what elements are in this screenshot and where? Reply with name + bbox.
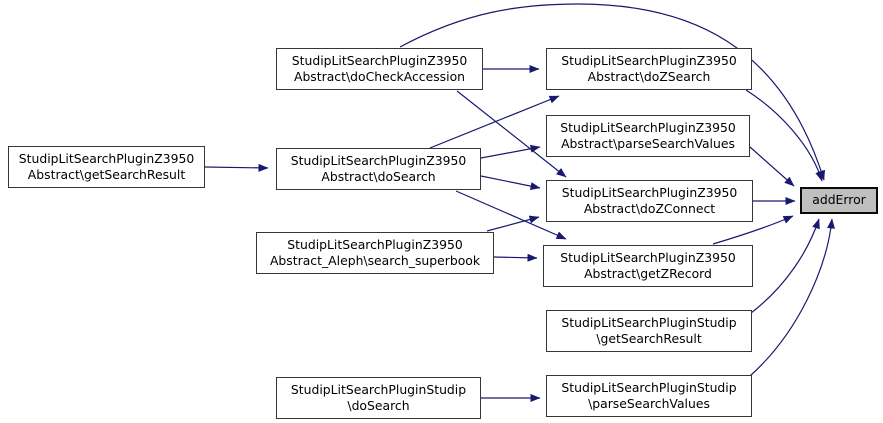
node-label-line1: StudipLitSearchPluginZ3950: [291, 52, 468, 68]
node-label-line2: Abstract\parseSearchValues: [561, 136, 735, 151]
node-label-line2: Abstract\doCheckAccession: [293, 69, 466, 84]
node-aleph-search-superbook[interactable]: StudipLitSearchPluginZ3950 Abstract_Alep…: [256, 232, 494, 274]
node-label-line2: Abstract\doSearch: [321, 169, 436, 184]
node-label-line2: Abstract\doZSearch: [587, 69, 711, 84]
node-label-line1: StudipLitSearchPluginStudip: [561, 314, 737, 330]
edge-aleph_search_superbook-z_doZConnect: [486, 215, 540, 232]
edge-studip_parseSearchValues-addError: [749, 218, 836, 377]
edge-z_doSearch-z_doZSearch: [429, 95, 560, 149]
node-label-line2: Abstract\getSearchResult: [27, 167, 186, 182]
node-studip-dosearch[interactable]: StudipLitSearchPluginStudip \doSearch: [276, 377, 481, 419]
node-z3950abstract-getzrecord[interactable]: StudipLitSearchPluginZ3950 Abstract\getZ…: [543, 245, 753, 287]
node-z3950abstract-parsesearchvalues[interactable]: StudipLitSearchPluginZ3950 Abstract\pars…: [546, 115, 750, 157]
node-label-line2: \getSearchResult: [596, 331, 702, 346]
edge-z_parseSearchValues-addError: [749, 146, 795, 187]
node-label-line1: StudipLitSearchPluginStudip: [290, 381, 467, 397]
edge-z_doCheckAccession-z_doZConnect: [456, 90, 567, 178]
edge-z_doZSearch-addError: [745, 89, 824, 182]
edge-z_getZRecord-addError: [712, 215, 794, 245]
edge-studip_getSearchResult-addError: [750, 218, 820, 314]
node-label-line1: StudipLitSearchPluginZ3950: [560, 119, 736, 135]
node-z3950abstract-dozsearch[interactable]: StudipLitSearchPluginZ3950 Abstract\doZS…: [546, 48, 752, 90]
edge-z_doSearch-z_doZConnect: [480, 175, 541, 191]
node-z3950abstract-docheckaccession[interactable]: StudipLitSearchPluginZ3950 Abstract\doCh…: [276, 48, 483, 90]
node-studip-getsearchresult[interactable]: StudipLitSearchPluginStudip \getSearchRe…: [546, 310, 752, 352]
node-label-line2: Abstract\doZConnect: [583, 201, 716, 216]
node-label-line1: StudipLitSearchPluginZ3950: [290, 152, 467, 168]
node-label-line1: StudipLitSearchPluginZ3950: [561, 184, 738, 200]
node-label-line1: StudipLitSearchPluginStudip: [561, 379, 737, 395]
edge-z_doSearch-z_parseSearchValues: [480, 144, 541, 159]
node-label-line1: StudipLitSearchPluginZ3950: [560, 249, 736, 265]
node-label-line2: \doSearch: [347, 398, 410, 413]
edge-z_doSearch-z_getZRecord: [455, 190, 567, 240]
node-label-line1: StudipLitSearchPluginZ3950: [18, 150, 195, 166]
edge-aleph_search_superbook-z_getZRecord: [493, 253, 538, 262]
node-label-line2: Abstract_Aleph\search_superbook: [269, 253, 481, 268]
node-adderror-focus: addError: [800, 187, 878, 214]
node-z3950abstract-dosearch[interactable]: StudipLitSearchPluginZ3950 Abstract\doSe…: [276, 148, 481, 190]
node-label-line2: Abstract\getZRecord: [584, 266, 712, 281]
edge-z_getSearchResult-z_doSearch: [204, 163, 269, 172]
edge-z_doCheckAccession-addError: [399, 3, 825, 181]
node-z3950abstract-dozconnect[interactable]: StudipLitSearchPluginZ3950 Abstract\doZC…: [546, 180, 753, 222]
node-label-line1: StudipLitSearchPluginZ3950: [561, 52, 737, 68]
node-label-line2: \parseSearchValues: [588, 396, 710, 411]
node-label-line1: StudipLitSearchPluginZ3950: [287, 236, 463, 252]
node-studip-parsesearchvalues[interactable]: StudipLitSearchPluginStudip \parseSearch…: [546, 375, 752, 417]
node-z3950abstract-getsearchresult[interactable]: StudipLitSearchPluginZ3950 Abstract\getS…: [8, 146, 205, 188]
node-label-line1: addError: [812, 192, 866, 208]
